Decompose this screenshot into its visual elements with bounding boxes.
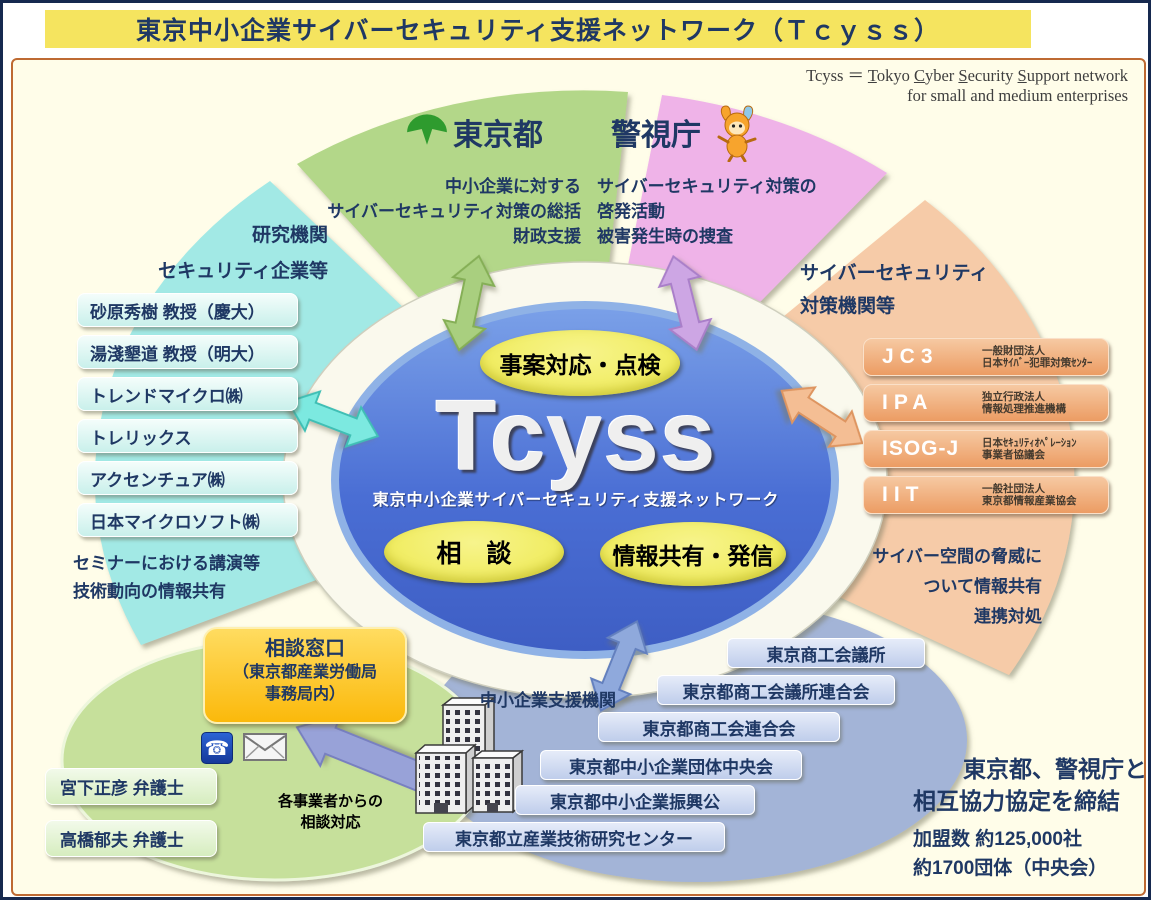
- research-item: 日本マイクロソフト㈱: [77, 503, 298, 537]
- english-note: Tcyss ＝ Tokyo Cyber Security Support net…: [806, 66, 1128, 106]
- building-left: [414, 743, 477, 815]
- cyber-orgs-heading: サイバーセキュリティ 対策機関等: [800, 263, 989, 317]
- tokyo-label: 東京都: [453, 119, 543, 152]
- tokyo-description: 中小企業に対する サイバーセキュリティ対策の総括 財政支援: [327, 177, 581, 246]
- building-right: [470, 749, 525, 814]
- support-center-arrow: [589, 620, 649, 712]
- cyber-org-item: IIT 一般社団法人 東京都情報産業協会: [863, 476, 1109, 514]
- english-note-line2: for small and medium enterprises: [907, 86, 1128, 105]
- consultation-window-box: 相談窓口 （東京都産業労働局 事務局内）: [203, 627, 407, 724]
- org-abbr: ISOG-J: [882, 437, 960, 460]
- consult-request-note: 各事業者からの 相談対応: [277, 793, 383, 831]
- research-footer: セミナーにおける講演等 技術動向の情報共有: [73, 554, 260, 601]
- title-banner: 東京中小企業サイバーセキュリティ支援ネットワーク（Ｔｃｙｓｓ）: [45, 10, 1031, 48]
- mpd-label: 警視庁: [611, 119, 701, 152]
- cyber-org-item: JC3 一般財団法人 日本ｻｲﾊﾞｰ犯罪対策ｾﾝﾀｰ: [863, 338, 1109, 376]
- research-item: トレンドマイクロ㈱: [77, 377, 298, 411]
- page-title: 東京中小企業サイバーセキュリティ支援ネットワーク（Ｔｃｙｓｓ）: [135, 17, 940, 45]
- research-item: 湯淺墾道 教授（明大）: [77, 335, 298, 369]
- lawyer-item: 宮下正彦 弁護士: [45, 768, 217, 805]
- cyber-org-item: ISOG-J 日本ｾｷｭﾘﾃｨｵﾍﾟﾚｰｼｮﾝ 事業者協議会: [863, 430, 1109, 468]
- support-item: 東京商工会議所: [727, 638, 925, 668]
- phone-icon: ☎: [201, 732, 233, 764]
- pipo-kun-mascot-icon: [717, 105, 757, 162]
- support-item: 東京都立産業技術研究センター: [423, 822, 725, 852]
- org-abbr: IPA: [882, 391, 934, 414]
- org-desc: 一般財団法人 日本ｻｲﾊﾞｰ犯罪対策ｾﾝﾀｰ: [982, 345, 1093, 369]
- bubble-consultation: 相 談: [384, 521, 564, 583]
- office-buildings-icon: [414, 696, 525, 815]
- research-item: トレリックス: [77, 419, 298, 453]
- center-logo: Tcyss: [435, 380, 717, 492]
- lawyer-item: 高橋郁夫 弁護士: [45, 820, 217, 857]
- mpd-center-arrow: [657, 254, 713, 352]
- tokyo-ginkgo-emblem-icon: [407, 114, 447, 145]
- mail-icon: [243, 733, 287, 761]
- english-note-line1: Tcyss ＝ Tokyo Cyber Security Support net…: [806, 66, 1128, 85]
- org-abbr: IIT: [882, 483, 925, 506]
- support-item: 東京都商工会連合会: [598, 712, 840, 742]
- cyber-org-item: IPA 独立行政法人 情報処理推進機構: [863, 384, 1109, 422]
- cyber-orgs-footer: サイバー空間の脅威に ついて情報共有 連携対処: [872, 547, 1042, 626]
- org-desc: 日本ｾｷｭﾘﾃｨｵﾍﾟﾚｰｼｮﾝ 事業者協議会: [982, 437, 1077, 461]
- cyber-center-arrow: [780, 386, 864, 448]
- support-item: 東京都中小企業団体中央会: [540, 750, 802, 780]
- support-item: 東京都商工会議所連合会: [657, 675, 895, 705]
- center-subtitle: 東京中小企業サイバーセキュリティ支援ネットワーク: [372, 492, 780, 509]
- org-desc: 一般社団法人 東京都情報産業協会: [982, 483, 1077, 507]
- research-item: アクセンチュア㈱: [77, 461, 298, 495]
- bubble-info-sharing: 情報共有・発信: [600, 522, 786, 586]
- diagram-panel: Tcyss ＝ Tokyo Cyber Security Support net…: [11, 58, 1147, 896]
- support-item: 東京都中小企業振興公: [515, 785, 755, 815]
- research-heading: 研究機関 セキュリティ企業等: [158, 225, 328, 282]
- agreement-note: 東京都、警視庁と 相互協力協定を締結 加盟数 約125,000社 約1700団体…: [913, 756, 1147, 879]
- bubble-incident-response: 事案対応・点検: [480, 330, 680, 396]
- org-abbr: JC3: [882, 345, 939, 368]
- research-item: 砂原秀樹 教授（慶大）: [77, 293, 298, 327]
- support-heading: 中小企業支援機関: [480, 691, 616, 710]
- org-desc: 独立行政法人 情報処理推進機構: [982, 391, 1066, 415]
- tokyo-center-arrow: [442, 254, 496, 352]
- mpd-description: サイバーセキュリティ対策の 啓発活動 被害発生時の捜査: [597, 177, 817, 246]
